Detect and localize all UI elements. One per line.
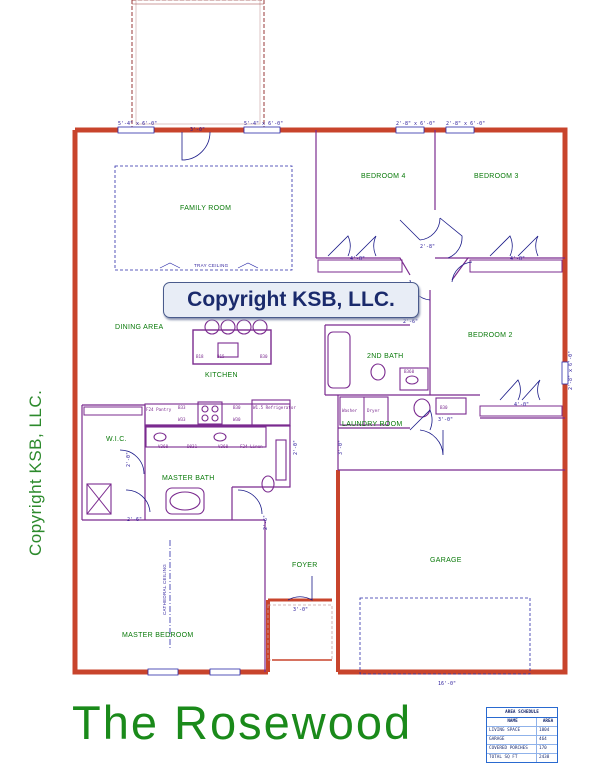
area-row-name: LIVING SPACE	[487, 727, 537, 735]
fixture-labels: B18 B15 B30 F24 Pantry B33 W33 B30 W30 W…	[146, 354, 448, 449]
vanity-v360-b: V360	[218, 444, 229, 449]
cab-bcab: B30	[440, 405, 448, 410]
table-row: TOTAL SQ FT 2438	[487, 754, 557, 762]
dim-master-bed-door: 2'-6"	[127, 517, 142, 523]
second-bath-fixtures	[327, 331, 429, 391]
laundry-fixtures	[339, 396, 467, 426]
vanity-v360-a: V360	[158, 444, 169, 449]
dining-area-label: DINING AREA	[115, 324, 163, 331]
rear-porch	[131, 0, 265, 129]
cab-b360: B360	[404, 369, 415, 374]
bedroom-4-label: BEDROOM 4	[361, 173, 406, 180]
cab-w33: W33	[178, 417, 186, 422]
garage-door-outline	[359, 597, 531, 675]
dimension-labels: 5'-4" x 6'-0" 5'-4" x 6'-0" 2'-8" x 6'-0…	[118, 121, 574, 687]
laundry-room-label: LAUNDRY ROOM	[342, 421, 403, 428]
area-col-area: AREA	[542, 719, 554, 724]
windows	[117, 126, 569, 676]
dim-hall-door: 2'-8"	[420, 244, 435, 250]
copyright-banner-text: Copyright KSB, LLC.	[187, 288, 395, 311]
interior-walls	[81, 130, 565, 672]
dryer-label: Dryer	[367, 408, 380, 413]
cab-b18: B18	[196, 354, 204, 359]
dim-door-family: 3'-0"	[190, 127, 205, 133]
exterior-walls	[72, 127, 568, 675]
foyer-label: FOYER	[292, 562, 318, 569]
area-row-name: COVERED PORCHES	[487, 745, 537, 753]
cab-b30-b: B30	[233, 405, 241, 410]
copyright-banner: Copyright KSB, LLC.	[163, 282, 419, 318]
kitchen-island	[192, 319, 272, 365]
dim-hall-right: 3'-0"	[338, 440, 344, 455]
dim-garage-door: 16'-0"	[438, 681, 456, 687]
doors	[119, 131, 541, 601]
master-bath-fixtures	[86, 426, 287, 515]
kitchen-label: KITCHEN	[205, 372, 238, 379]
master-bedroom-label: MASTER BEDROOM	[122, 632, 193, 639]
second-bath-label: 2ND BATH	[367, 353, 404, 360]
dim-laundry-door: 3'-0"	[438, 417, 453, 423]
garage-label: GARAGE	[430, 557, 462, 564]
cab-w30: W30	[233, 417, 241, 422]
area-schedule-title: AREA SCHEDULE	[487, 708, 557, 718]
bedroom-2-label: BEDROOM 2	[468, 332, 513, 339]
tray-ceiling-outline	[114, 165, 293, 271]
dim-window-b3: 2'-8" x 6'-0"	[446, 121, 485, 127]
dim-master-door-2: 2'-0"	[293, 440, 299, 455]
cab-b33: B33	[178, 405, 186, 410]
cab-b30: B30	[260, 354, 268, 359]
cathedral-ceiling-label: CATHEDRAL CEILING	[162, 564, 167, 615]
tray-ceiling-label: TRAY CEILING	[194, 263, 229, 268]
dim-window-left: 5'-4" x 6'-0"	[118, 121, 157, 127]
bedroom-3-label: BEDROOM 3	[474, 173, 519, 180]
dim-bath-door: 2'-6"	[403, 319, 418, 325]
refrigerator-label: W1.5 Refrigerator	[253, 405, 296, 410]
area-col-name: NAME	[487, 718, 537, 726]
cab-b15: B15	[217, 354, 225, 359]
dim-closet-b4: 4'-0"	[350, 256, 365, 262]
closets	[83, 259, 563, 417]
dim-window-mid: 5'-4" x 6'-0"	[244, 121, 283, 127]
kitchen-counter	[144, 399, 291, 427]
area-schedule-header-row: NAME AREA	[487, 718, 557, 727]
table-row: COVERED PORCHES 170	[487, 745, 557, 754]
pantry-label: F24 Pantry	[146, 407, 172, 412]
area-row-name: GARAGE	[487, 736, 537, 744]
dim-window-b2: 2'-8" x 6'-0"	[568, 351, 574, 390]
area-schedule-table: AREA SCHEDULE NAME AREA LIVING SPACE 180…	[486, 707, 558, 763]
washer-label: Washer	[342, 408, 358, 413]
dim-window-b4: 2'-8" x 6'-0"	[396, 121, 435, 127]
dim-closet-b3: 4'-0"	[510, 256, 525, 262]
dim-closet-b2: 4'-0"	[514, 402, 529, 408]
area-row-name: TOTAL SQ FT	[487, 754, 537, 762]
area-row-value: 170	[539, 746, 547, 751]
side-copyright-text: Copyright KSB, LLC.	[26, 389, 45, 556]
wic-label: W.I.C.	[106, 436, 127, 443]
table-row: GARAGE 464	[487, 736, 557, 745]
dim-master-door: 2'-0"	[126, 452, 132, 467]
vanity-d031: D031	[187, 444, 198, 449]
area-row-value: 1804	[539, 728, 550, 733]
area-row-value: 2438	[539, 755, 550, 760]
linen-label: F24 Linen	[240, 444, 263, 449]
master-bath-label: MASTER BATH	[162, 475, 215, 482]
dim-closet-door: 2'-6"	[263, 515, 269, 530]
family-room-label: FAMILY ROOM	[180, 205, 231, 212]
plan-title: The Rosewood	[72, 696, 413, 749]
dim-foyer-door: 3'-0"	[293, 607, 308, 613]
room-labels: FAMILY ROOM TRAY CEILING DINING AREA KIT…	[106, 173, 519, 639]
table-row: LIVING SPACE 1804	[487, 727, 557, 736]
area-row-value: 464	[539, 737, 547, 742]
